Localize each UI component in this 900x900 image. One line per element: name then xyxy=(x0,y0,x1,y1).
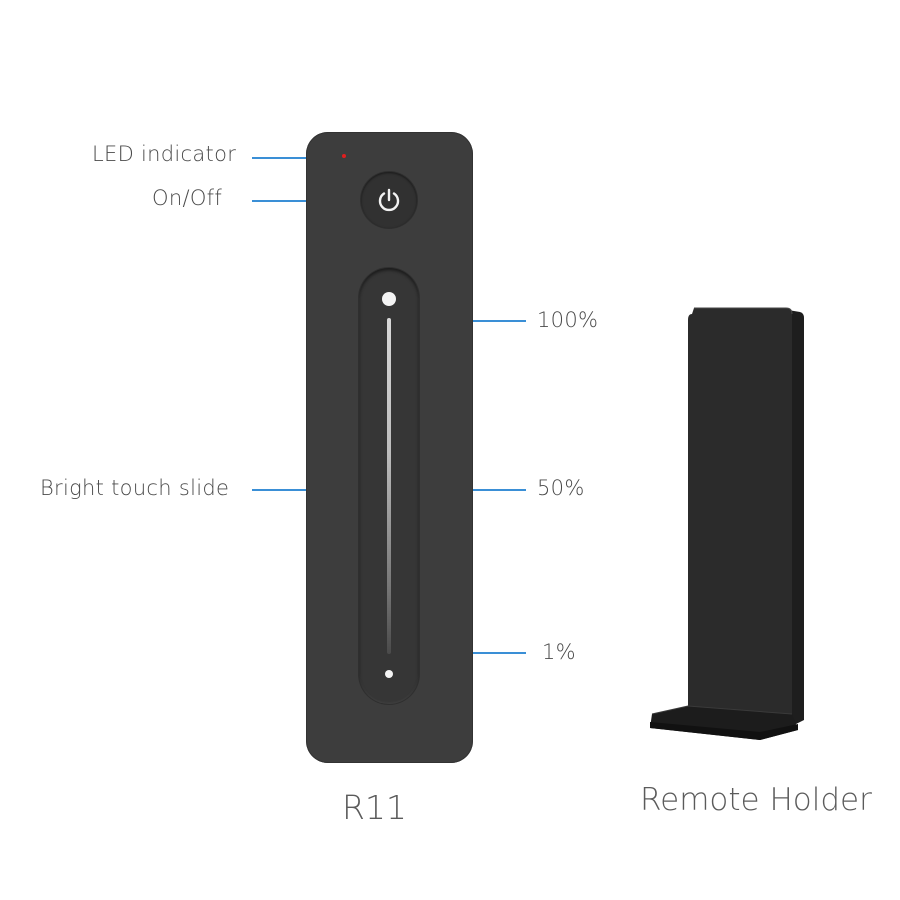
led-indicator-dot xyxy=(342,154,346,158)
level-50-label: 50% xyxy=(537,476,585,500)
level-50-leader xyxy=(472,489,526,491)
remote-holder-image xyxy=(650,307,804,740)
power-button[interactable] xyxy=(361,172,417,228)
power-icon xyxy=(378,188,400,212)
slide-bottom-dot xyxy=(385,670,393,678)
level-100-leader xyxy=(472,320,526,322)
led-indicator-label: LED indicator xyxy=(92,142,237,166)
level-1-leader xyxy=(472,652,526,654)
slide-top-dot xyxy=(382,292,396,306)
level-1-label: 1% xyxy=(542,640,576,664)
bright-touch-slide-label: Bright touch slide xyxy=(40,476,230,500)
on-off-label: On/Off xyxy=(152,186,223,210)
holder-caption: Remote Holder xyxy=(640,782,872,818)
level-100-label: 100% xyxy=(537,308,599,332)
brightness-slide-line[interactable] xyxy=(387,318,391,654)
remote-caption: R11 xyxy=(342,788,407,827)
led-indicator-leader xyxy=(252,157,336,159)
